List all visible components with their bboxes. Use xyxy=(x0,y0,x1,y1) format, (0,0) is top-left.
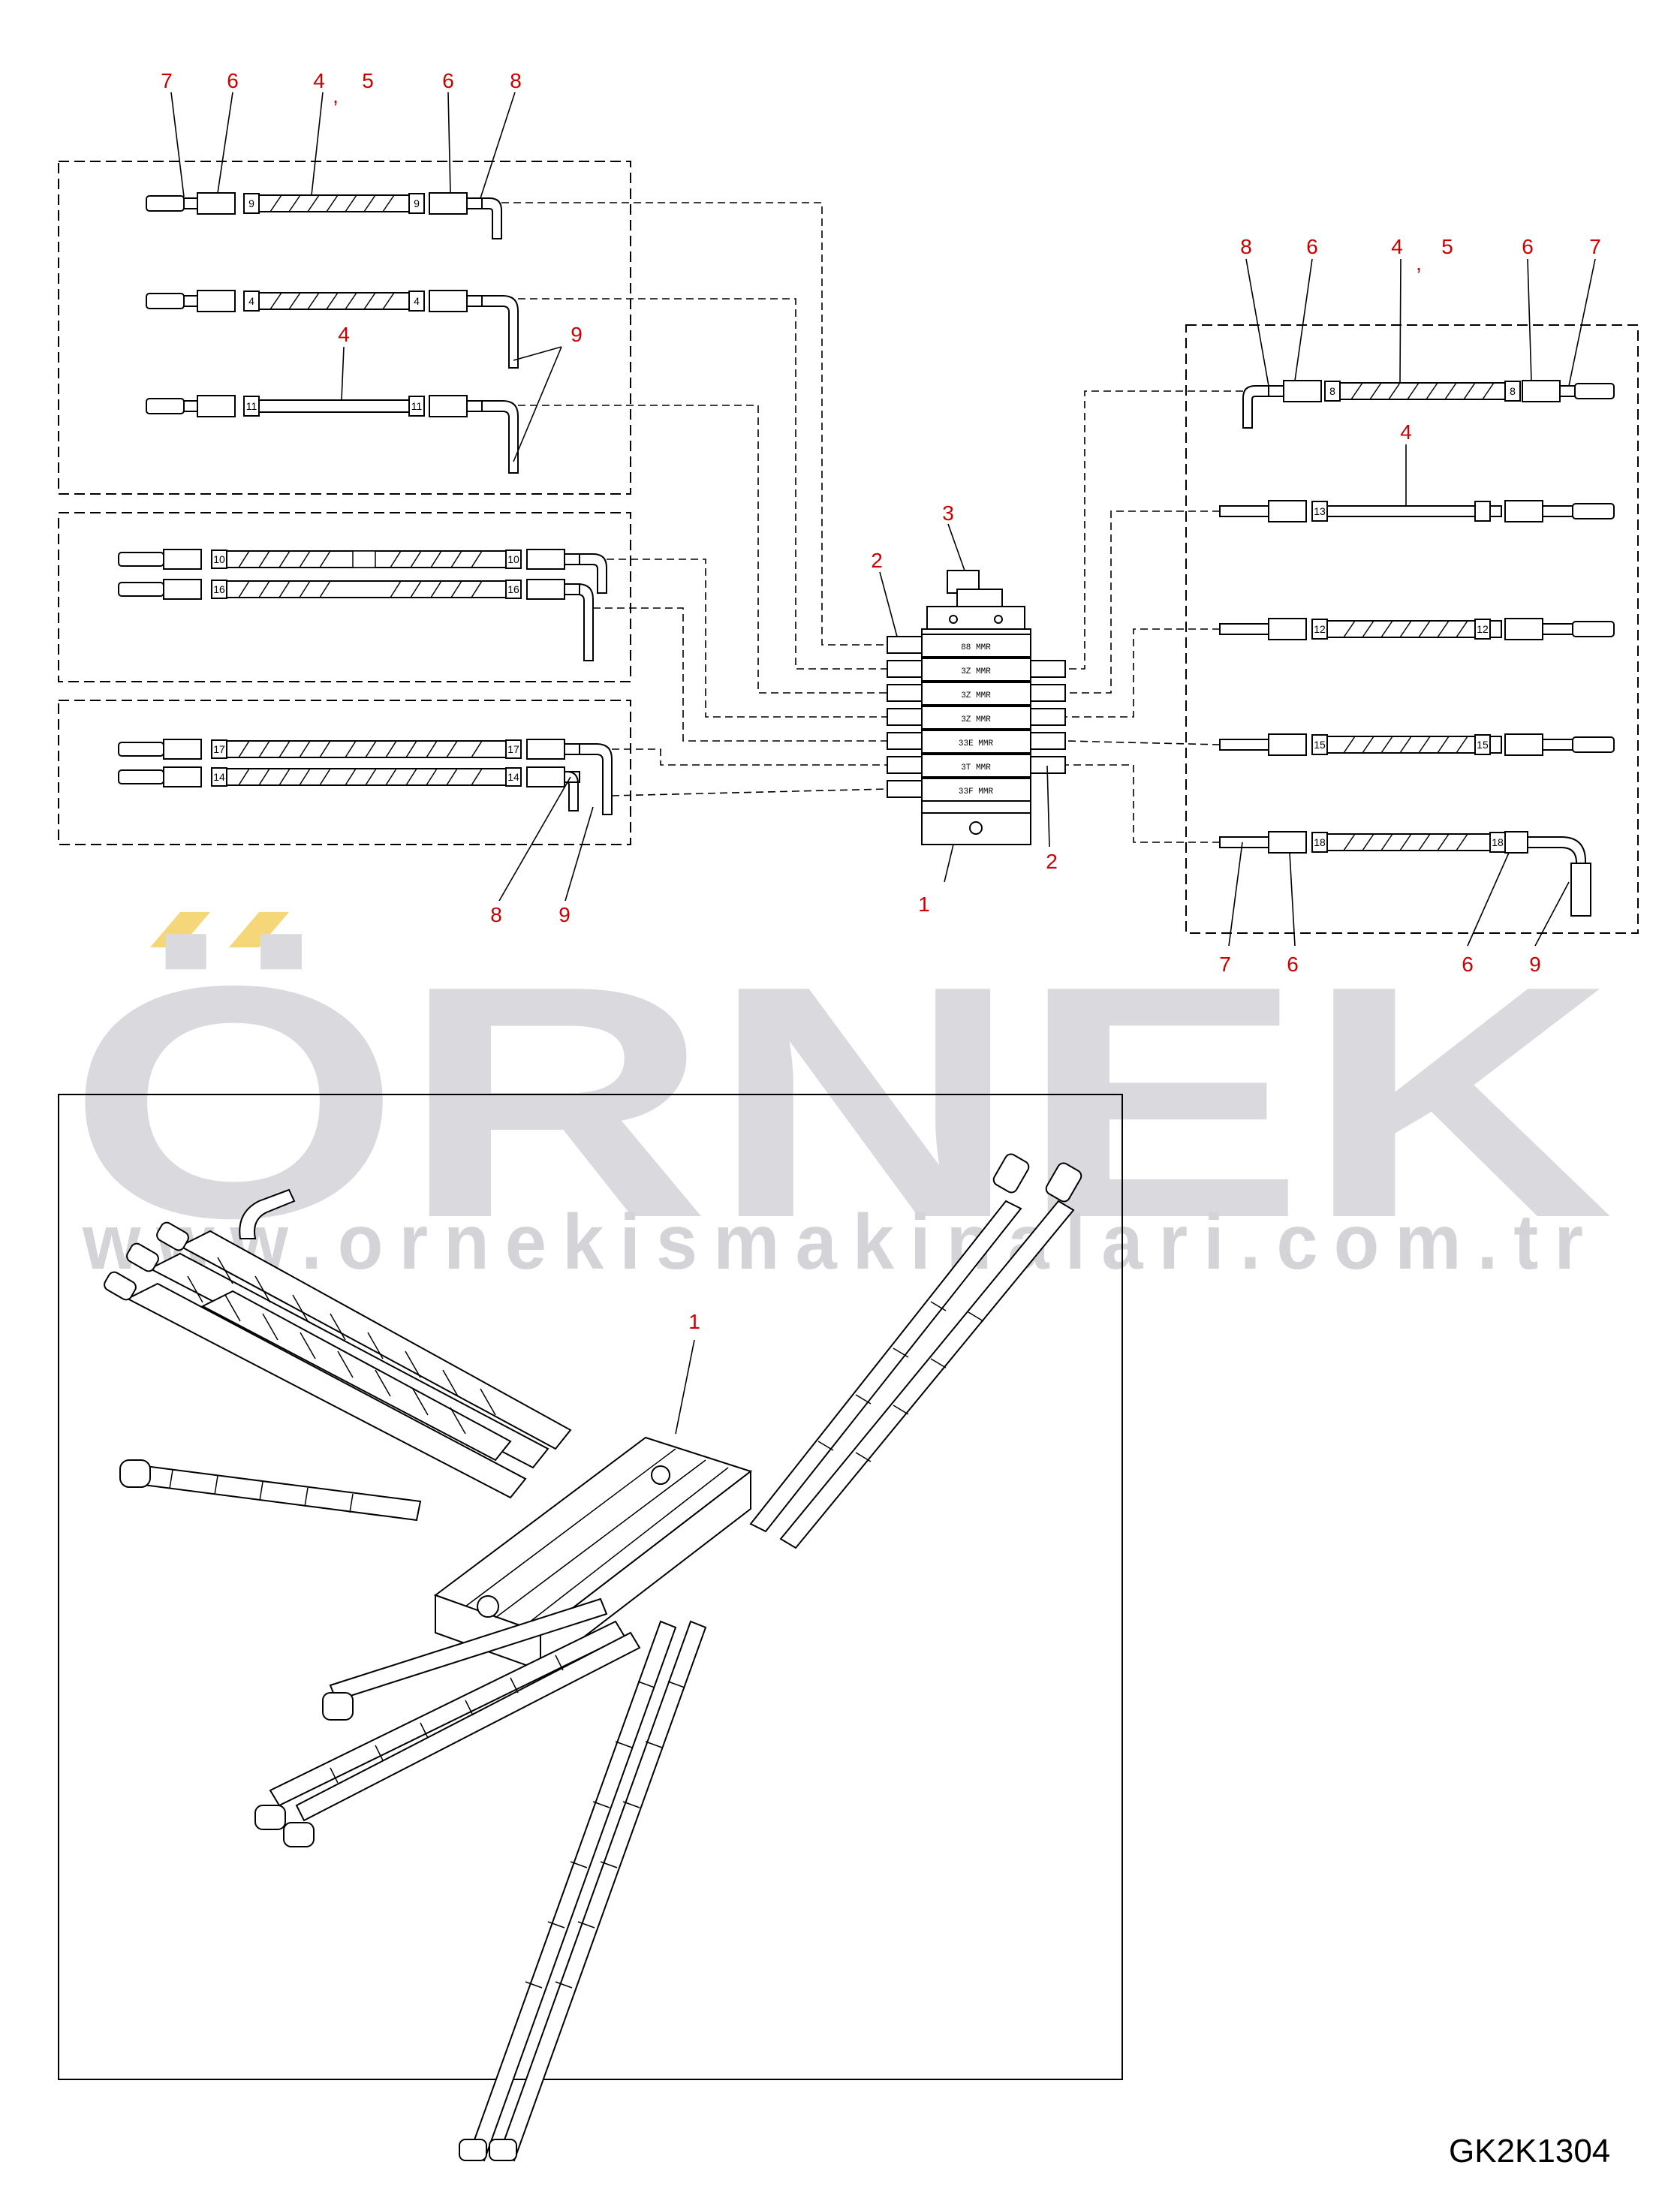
callout: 2 xyxy=(871,549,883,572)
block-label: 3Z MMR xyxy=(961,715,991,724)
callout: 6 xyxy=(1306,235,1318,258)
block-left-fittings xyxy=(887,636,923,798)
callout: 6 xyxy=(1522,235,1534,258)
hose-tag: 16 xyxy=(213,583,225,595)
watermark-brand: ÖRNEK xyxy=(68,918,1614,1287)
distribution-block: 88 MMR 3Z MMR 3Z MMR 3Z MMR 33E MMR 3T M… xyxy=(887,570,1066,845)
hose-tag: 15 xyxy=(1477,739,1489,751)
hose-row-1 xyxy=(146,192,502,239)
callout: 9 xyxy=(558,903,571,926)
callout: 8 xyxy=(510,69,522,92)
group-frame-lower-left xyxy=(58,700,631,845)
drawing-code: GK2K1304 xyxy=(1449,2133,1610,2169)
block-label: 88 MMR xyxy=(961,643,991,652)
hose-tag: 12 xyxy=(1477,623,1489,635)
hose-tag: 12 xyxy=(1314,623,1326,635)
hose-row-right-4 xyxy=(1219,733,1615,756)
hose-tag: 18 xyxy=(1314,836,1326,848)
hose-tag: 18 xyxy=(1492,836,1504,848)
block-label: 3Z MMR xyxy=(961,667,991,676)
callout: 1 xyxy=(918,893,930,916)
hose-tag: 11 xyxy=(411,400,423,412)
callout: 5 xyxy=(362,69,374,92)
hose-row-5 xyxy=(118,579,594,661)
callout: 7 xyxy=(161,69,173,92)
callout: 6 xyxy=(442,69,454,92)
hose-tag: 8 xyxy=(1329,385,1335,397)
hose-tag: 4 xyxy=(414,295,420,307)
isometric-view xyxy=(104,1153,1082,2162)
callout: 8 xyxy=(490,903,502,926)
hose-tag: 15 xyxy=(1314,739,1326,751)
callout: 6 xyxy=(1462,953,1474,976)
callout: 3 xyxy=(942,501,954,525)
callout: 6 xyxy=(227,69,239,92)
hose-tag: 4 xyxy=(248,295,254,307)
callout: 7 xyxy=(1589,235,1601,258)
callout: 4 xyxy=(1400,420,1412,444)
iso-view-frame xyxy=(58,1094,1123,2080)
block-label: 33E MMR xyxy=(959,739,994,748)
watermark-accent-mark-1 xyxy=(150,912,210,947)
hose-row-2 xyxy=(146,290,519,369)
block-label: 3T MMR xyxy=(961,763,991,772)
callout: 4 xyxy=(1391,235,1403,258)
callout: 6 xyxy=(1287,953,1299,976)
callouts-iso: 1 xyxy=(688,1310,700,1333)
callout: 9 xyxy=(1529,953,1541,976)
callouts-right: 8 6 4 , 5 6 7 4 7 6 6 9 xyxy=(1219,235,1601,976)
watermark-accent-mark-2 xyxy=(229,912,289,947)
hose-row-right-1 xyxy=(1242,380,1615,429)
hose-row-7 xyxy=(118,766,580,811)
group-frame-middle-left xyxy=(58,512,631,682)
hose-tag: 10 xyxy=(213,553,225,565)
hose-row-right-3 xyxy=(1219,618,1615,640)
hose-tag: 13 xyxy=(1314,505,1326,517)
callouts-top-left: 7 6 4 , 5 6 8 4 9 xyxy=(161,69,583,346)
group-frame-top-left xyxy=(58,161,631,495)
hose-tag: 16 xyxy=(507,583,519,595)
callout: 4 xyxy=(338,323,350,346)
block-label: 33F MMR xyxy=(959,787,994,796)
hose-tag: 17 xyxy=(507,743,519,755)
hose-tag: 8 xyxy=(1510,385,1516,397)
callout: 9 xyxy=(571,323,583,346)
callout: 7 xyxy=(1219,953,1231,976)
hose-tag: 10 xyxy=(507,553,519,565)
callout: 2 xyxy=(1046,850,1058,873)
watermark-url: www.ornekismakinalari.com.tr xyxy=(82,1199,1599,1286)
hose-tags: 9 9 4 4 11 11 10 10 16 16 17 17 14 14 8 … xyxy=(213,197,1516,848)
connection-lines xyxy=(501,202,1243,843)
hose-tag: 14 xyxy=(507,771,519,783)
watermark: ÖRNEK www.ornekismakinalari.com.tr xyxy=(68,912,1614,1287)
hose-row-6 xyxy=(118,739,613,815)
callouts-center: 3 2 2 1 xyxy=(871,501,1058,916)
hose-row-3 xyxy=(146,395,519,474)
callout-comma: , xyxy=(1416,251,1422,275)
callouts-lower-left: 8 9 xyxy=(490,903,571,926)
callout: 1 xyxy=(688,1310,700,1333)
group-frame-right xyxy=(1185,324,1639,934)
block-label: 3Z MMR xyxy=(961,691,991,700)
hose-tag: 17 xyxy=(213,743,225,755)
block-right-fittings xyxy=(1030,660,1066,774)
leader-lines xyxy=(170,92,1596,1435)
hose-tag: 9 xyxy=(414,197,420,209)
hose-row-4 xyxy=(118,549,607,594)
callout: 4 xyxy=(313,69,325,92)
hose-row-right-5 xyxy=(1219,831,1591,917)
hose-tag: 11 xyxy=(246,400,257,412)
callout-comma: , xyxy=(333,84,339,107)
callout: 5 xyxy=(1441,235,1453,258)
hose-tag: 9 xyxy=(248,197,254,209)
hose-row-right-2 xyxy=(1219,500,1615,522)
callout: 8 xyxy=(1240,235,1252,258)
hose-tag: 14 xyxy=(213,771,225,783)
